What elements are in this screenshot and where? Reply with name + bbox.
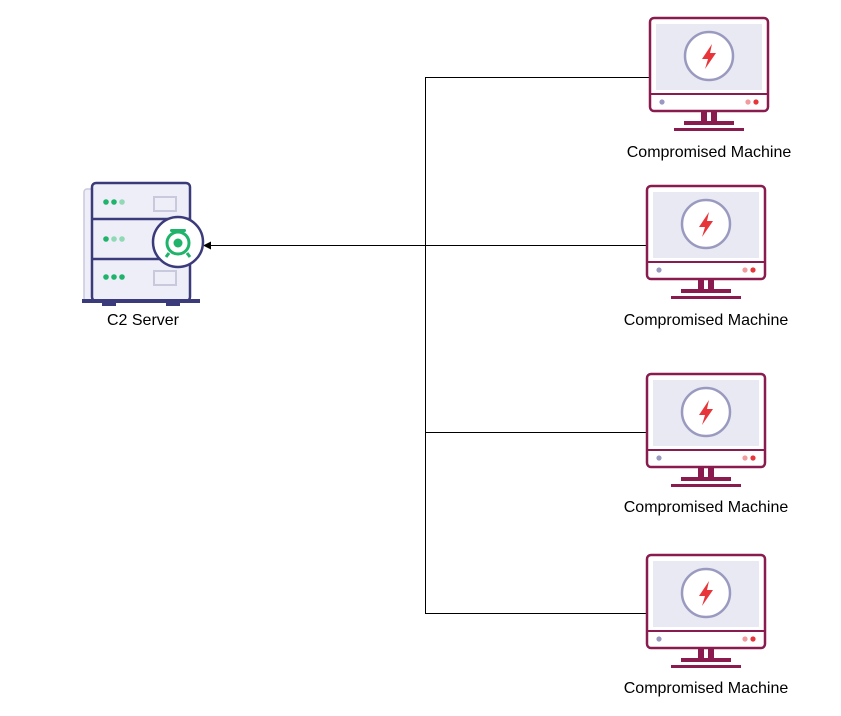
c2-server-label: C2 Server bbox=[106, 312, 180, 329]
c2-server-node bbox=[80, 181, 205, 308]
monitor-icon bbox=[645, 184, 767, 301]
compromised-machine-4 bbox=[645, 553, 767, 670]
monitor-icon bbox=[645, 553, 767, 670]
machine-label-1: Compromised Machine bbox=[626, 144, 792, 161]
machine-label-2: Compromised Machine bbox=[623, 312, 789, 329]
compromised-machine-3 bbox=[645, 372, 767, 489]
compromised-machine-2 bbox=[645, 184, 767, 301]
compromised-machine-1 bbox=[648, 16, 770, 133]
connector-lines bbox=[203, 77, 650, 614]
machine-label-3: Compromised Machine bbox=[623, 499, 789, 516]
machine-label-4: Compromised Machine bbox=[623, 680, 789, 697]
monitor-icon bbox=[645, 372, 767, 489]
c2-bell-icon bbox=[151, 215, 205, 269]
monitor-icon bbox=[648, 16, 770, 133]
